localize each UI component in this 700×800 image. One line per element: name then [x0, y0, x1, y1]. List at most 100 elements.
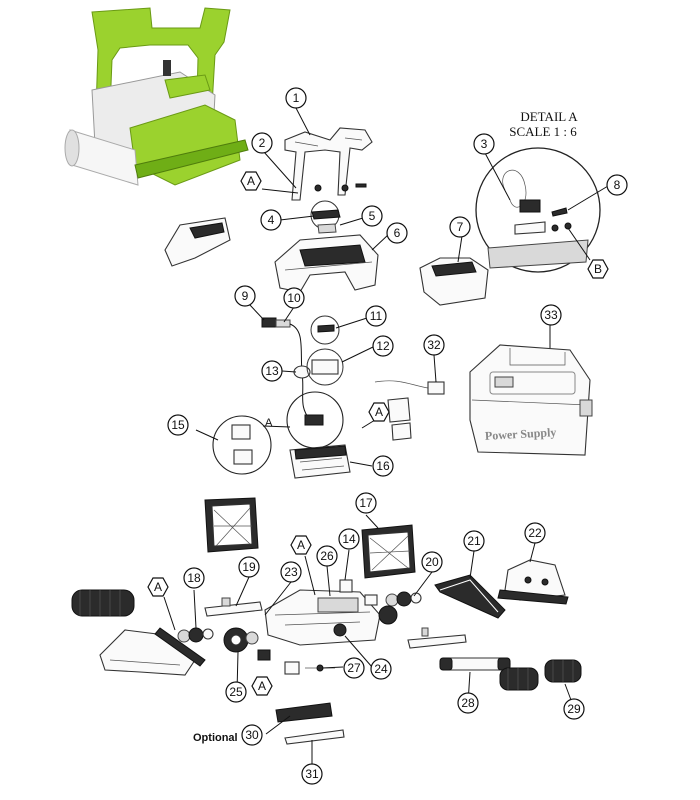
part-9-13-cable-assembly	[261, 315, 344, 421]
callout-4: 4	[260, 209, 282, 231]
part-brush-left	[71, 589, 135, 617]
svg-text:A: A	[247, 174, 255, 188]
svg-text:21: 21	[467, 534, 481, 548]
callout-3: 3	[473, 133, 495, 155]
svg-text:24: 24	[374, 662, 388, 676]
part-15-clips	[212, 415, 272, 475]
callout-27: 27	[343, 657, 365, 679]
optional-label: Optional	[193, 732, 238, 744]
part-filter-left	[204, 497, 259, 553]
section-a-circle	[286, 391, 344, 449]
svg-text:8: 8	[614, 178, 621, 192]
part-track-left	[99, 627, 206, 676]
callout-20: 20	[421, 551, 443, 573]
detail-a-title: DETAIL A	[520, 109, 578, 124]
part-7-side-cover	[419, 257, 489, 306]
callout-9: 9	[234, 285, 256, 307]
callout-1: 1	[285, 87, 307, 109]
callout-18: 18	[183, 567, 205, 589]
svg-text:27: 27	[347, 661, 361, 675]
robot-cleaner-illustration	[64, 7, 249, 186]
svg-text:19: 19	[242, 560, 256, 574]
svg-text:16: 16	[376, 459, 390, 473]
detail-marker-b: B	[587, 259, 609, 279]
callout-14: 14	[338, 528, 360, 550]
section-marker-a-2: A	[368, 402, 390, 422]
callout-15: 15	[167, 414, 189, 436]
callout-11: 11	[365, 305, 387, 327]
part-16-motor-unit	[289, 444, 351, 479]
leader-lines	[163, 107, 609, 766]
svg-text:9: 9	[242, 289, 249, 303]
svg-text:17: 17	[359, 496, 373, 510]
part-22-side-plate	[497, 559, 569, 605]
svg-text:20: 20	[425, 555, 439, 569]
callout-13: 13	[261, 360, 283, 382]
svg-text:B: B	[594, 262, 602, 276]
svg-text:29: 29	[567, 702, 581, 716]
svg-text:A: A	[258, 679, 266, 693]
part-side-cover-left	[164, 217, 231, 267]
svg-text:18: 18	[187, 571, 201, 585]
svg-text:A: A	[297, 538, 305, 552]
callout-7: 7	[449, 216, 471, 238]
callout-22: 22	[524, 522, 546, 544]
svg-text:2: 2	[259, 136, 266, 150]
section-marker-a-4: A	[147, 577, 169, 597]
svg-text:32: 32	[427, 338, 441, 352]
svg-text:33: 33	[544, 308, 558, 322]
svg-text:6: 6	[394, 226, 401, 240]
callout-33: 33	[540, 304, 562, 326]
part-17-filter	[361, 524, 416, 579]
svg-text:A: A	[154, 580, 162, 594]
svg-text:22: 22	[528, 526, 542, 540]
part-19-rail	[204, 597, 263, 617]
svg-text:11: 11	[370, 309, 383, 323]
power-supply-label: Power Supply	[485, 425, 557, 443]
part-28-axle	[439, 657, 511, 671]
part-chassis-center	[264, 579, 381, 646]
part-8-screw	[551, 207, 568, 217]
callout-32: 32	[423, 334, 445, 356]
part-4-5-connector	[310, 200, 341, 234]
svg-text:30: 30	[245, 728, 259, 742]
detail-a-circle	[475, 147, 601, 273]
part-18-bearings	[177, 627, 214, 643]
callout-16: 16	[372, 455, 394, 477]
section-marker-a-5: A	[251, 676, 273, 696]
callout-23: 23	[280, 561, 302, 583]
callout-19: 19	[238, 556, 260, 578]
detail-a-scale: SCALE 1 : 6	[509, 124, 577, 139]
svg-text:1: 1	[293, 91, 300, 105]
part-29-brushes	[499, 659, 582, 691]
svg-text:10: 10	[287, 291, 301, 305]
svg-text:7: 7	[457, 220, 464, 234]
callout-29: 29	[563, 698, 585, 720]
svg-text:31: 31	[305, 767, 319, 781]
svg-text:25: 25	[229, 685, 243, 699]
part-6-top-cover	[274, 234, 379, 293]
svg-text:23: 23	[284, 565, 298, 579]
part-20-bearings	[378, 591, 422, 625]
svg-text:5: 5	[369, 209, 376, 223]
part-30-optional-beam	[275, 702, 333, 723]
callout-5: 5	[361, 205, 383, 227]
part-31-bar	[284, 729, 345, 745]
callout-12: 12	[372, 335, 394, 357]
callout-30: 30	[241, 724, 263, 746]
svg-text:A: A	[375, 405, 383, 419]
svg-text:4: 4	[268, 213, 275, 227]
part-25-gear	[223, 627, 271, 661]
callout-2: 2	[251, 132, 273, 154]
svg-text:26: 26	[320, 549, 334, 563]
callout-10: 10	[283, 287, 305, 309]
part-33-power-supply	[469, 344, 593, 456]
part-32-connector	[374, 380, 445, 395]
callout-24: 24	[370, 658, 392, 680]
svg-text:12: 12	[376, 339, 390, 353]
svg-text:15: 15	[171, 418, 185, 432]
svg-text:28: 28	[461, 696, 475, 710]
part-1-handle	[284, 127, 373, 201]
section-marker-a-1: A	[240, 171, 262, 191]
